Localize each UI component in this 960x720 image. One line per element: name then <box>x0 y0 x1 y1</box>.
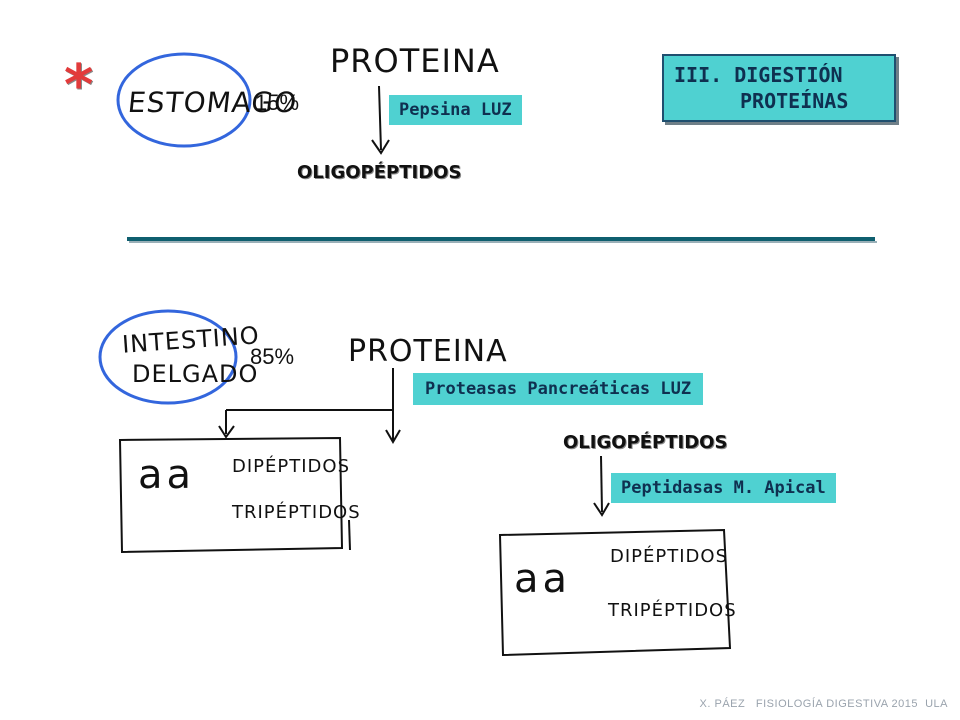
left-box-aa: aa <box>138 452 196 498</box>
footer-credit: X. PÁEZ FISIOLOGÍA DIGESTIVA 2015 ULA <box>699 698 948 710</box>
section-title-line1: III. DIGESTIÓN <box>674 63 843 87</box>
right-box-dipeptides: DIPÉPTIDOS <box>610 546 729 567</box>
asterisk-marker: * <box>64 53 94 118</box>
right-result-box <box>498 528 732 657</box>
right-box-tripeptides: TRIPÉPTIDOS <box>608 600 737 621</box>
left-box-dipeptides: DIPÉPTIDOS <box>232 456 351 477</box>
section-divider <box>127 237 875 241</box>
stomach-product: OLIGOPÉPTIDOS <box>297 162 462 183</box>
intestine-circle <box>98 309 238 405</box>
apical-peptidase-label: Peptidasas M. Apical <box>611 473 836 503</box>
stomach-circle <box>116 52 252 148</box>
section-title-line2: PROTEÍNAS <box>740 89 849 113</box>
stomach-substrate: PROTEINA <box>330 42 500 80</box>
right-box-aa: aa <box>514 556 572 602</box>
left-result-box <box>118 436 344 554</box>
intestine-percent: 85% <box>250 344 295 369</box>
intestine-substrate: PROTEINA <box>348 334 508 369</box>
stomach-arrow <box>378 85 382 151</box>
pepsin-enzyme-label: Pepsina LUZ <box>389 95 522 125</box>
left-box-tripeptides: TRIPÉPTIDOS <box>232 502 361 523</box>
intestine-product: OLIGOPÉPTIDOS <box>563 432 728 453</box>
section-title-box: III. DIGESTIÓN PROTEÍNAS <box>662 54 896 122</box>
stomach-percent: 15% <box>255 90 300 115</box>
pancreatic-protease-label: Proteasas Pancreáticas LUZ <box>413 373 704 405</box>
intestine-label-line2: DELGADO <box>132 360 259 388</box>
apical-arrow <box>600 455 603 513</box>
